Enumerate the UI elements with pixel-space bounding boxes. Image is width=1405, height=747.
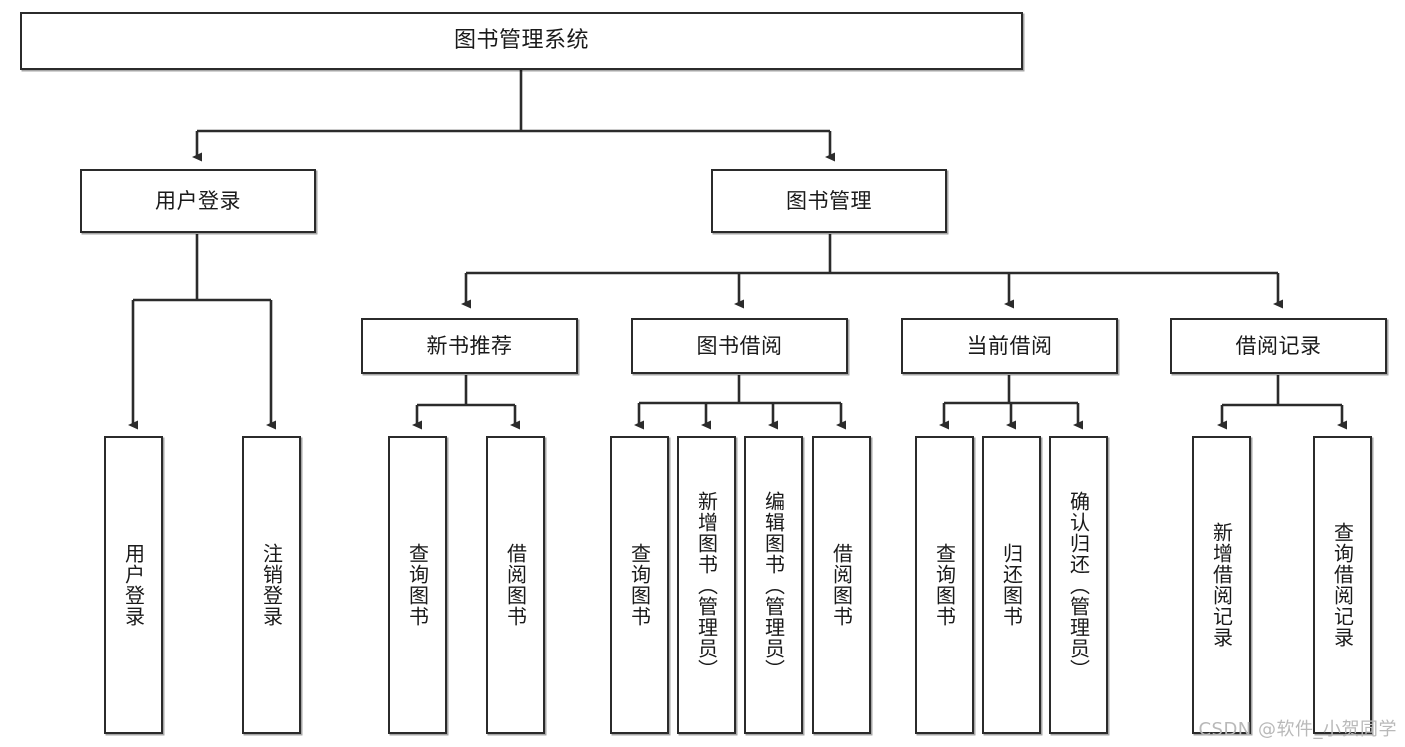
leaf-user-login-signin[interactable]: 用户登录 xyxy=(104,436,163,734)
node-root-system[interactable]: 图书管理系统 xyxy=(20,12,1023,70)
leaf-borrow-add-book[interactable]: 新增图书（管理员） xyxy=(677,436,736,734)
node-label: 编辑图书（管理员） xyxy=(761,490,786,680)
leaf-record-query-record[interactable]: 查询借阅记录 xyxy=(1313,436,1372,734)
node-label: 注销登录 xyxy=(259,543,284,627)
node-label: 确认归还（管理员） xyxy=(1066,490,1091,680)
node-label: 查询图书 xyxy=(627,543,652,627)
leaf-record-add-record[interactable]: 新增借阅记录 xyxy=(1192,436,1251,734)
node-label: 借阅记录 xyxy=(1235,333,1322,358)
leaf-current-confirm-return[interactable]: 确认归还（管理员） xyxy=(1049,436,1108,734)
watermark: CSDN @软件_小贺同学 xyxy=(1198,719,1397,740)
node-label: 当前借阅 xyxy=(966,333,1053,358)
node-new-book-recommend[interactable]: 新书推荐 xyxy=(361,318,578,374)
leaf-current-query-book[interactable]: 查询图书 xyxy=(915,436,974,734)
leaf-borrow-edit-book[interactable]: 编辑图书（管理员） xyxy=(744,436,803,734)
node-book-management[interactable]: 图书管理 xyxy=(711,169,947,233)
node-user-login[interactable]: 用户登录 xyxy=(80,169,316,233)
node-label: 新增借阅记录 xyxy=(1209,522,1234,648)
node-current-borrow[interactable]: 当前借阅 xyxy=(901,318,1118,374)
node-label: 用户登录 xyxy=(155,188,241,213)
node-label: 查询图书 xyxy=(932,543,957,627)
node-label: 借阅图书 xyxy=(503,543,528,627)
leaf-recommend-query-book[interactable]: 查询图书 xyxy=(388,436,447,734)
leaf-borrow-query-book[interactable]: 查询图书 xyxy=(610,436,669,734)
leaf-user-login-signout[interactable]: 注销登录 xyxy=(242,436,301,734)
node-label: 图书管理 xyxy=(786,188,872,213)
node-label: 借阅图书 xyxy=(829,543,854,627)
node-label: 查询借阅记录 xyxy=(1330,522,1355,648)
node-label: 归还图书 xyxy=(999,543,1024,627)
node-label: 新书推荐 xyxy=(426,333,513,358)
node-label: 图书管理系统 xyxy=(453,28,589,54)
leaf-borrow-borrow-book[interactable]: 借阅图书 xyxy=(812,436,871,734)
node-label: 新增图书（管理员） xyxy=(694,490,719,680)
leaf-current-return-book[interactable]: 归还图书 xyxy=(982,436,1041,734)
leaf-recommend-borrow-book[interactable]: 借阅图书 xyxy=(486,436,545,734)
node-borrow-record[interactable]: 借阅记录 xyxy=(1170,318,1387,374)
node-label: 查询图书 xyxy=(405,543,430,627)
node-book-borrow[interactable]: 图书借阅 xyxy=(631,318,848,374)
node-label: 图书借阅 xyxy=(696,333,783,358)
node-label: 用户登录 xyxy=(121,543,146,627)
